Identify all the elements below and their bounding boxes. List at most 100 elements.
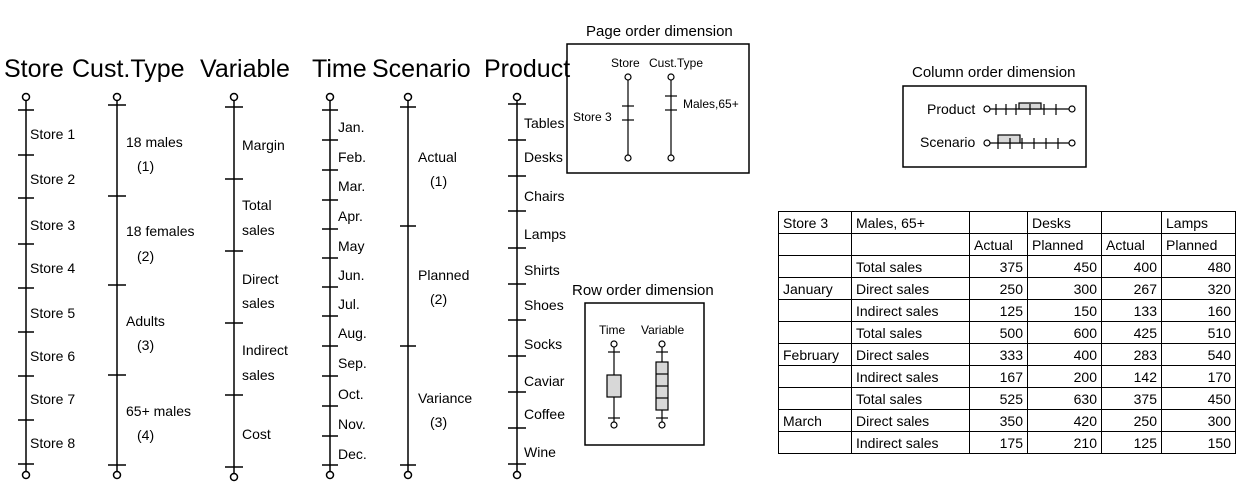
scenario-member: Actual [418,149,457,165]
dimension-title-cust-type: Cust.Type [72,55,185,83]
table-cell: 450 [1027,255,1102,278]
product-member: Caviar [524,373,565,389]
table-cell: 375 [1101,387,1162,410]
table-cell: Indirect sales [851,365,970,388]
table-cell: 450 [1161,387,1236,410]
table-cell: 160 [1161,299,1236,322]
product-member: Desks [524,149,563,165]
header-cell: Store 3 [778,211,852,234]
cust-type-member: 18 females [126,223,194,239]
time-member: Oct. [338,386,364,402]
scenario-member: (1) [430,173,447,189]
table-row: Total sales 375 450 400 480 [778,255,1236,278]
cust-type-member: 18 males [126,134,183,150]
table-cell: 300 [1161,409,1236,432]
table-cell [778,365,852,388]
variable-axis [225,92,243,482]
header-cell: Planned [1027,233,1102,256]
dimension-title-product: Product [484,55,570,83]
time-member: Dec. [338,446,367,462]
table-cell: 630 [1027,387,1102,410]
table-cell: Direct sales [851,277,970,300]
time-member: Jun. [338,267,364,283]
table-cell: 167 [969,365,1028,388]
table-cell: 300 [1027,277,1102,300]
variable-member: Cost [242,426,271,442]
time-member: Apr. [338,208,363,224]
time-member: Sep. [338,355,367,371]
table-cell: January [778,277,852,300]
cust-type-member: (3) [137,337,154,353]
table-cell: 250 [1101,409,1162,432]
table-cell: February [778,343,852,366]
table-row: March Direct sales 350 420 250 300 [778,409,1236,432]
table-cell: Indirect sales [851,431,970,454]
variable-member: Total [242,197,272,213]
time-member: Feb. [338,149,366,165]
table-cell [778,299,852,322]
product-member: Tables [524,115,564,131]
row-order-mini-axes [606,340,669,429]
page-order-title: Page order dimension [586,23,733,40]
table-cell: 133 [1101,299,1162,322]
variable-member: sales [242,295,275,311]
table-cell: 150 [1027,299,1102,322]
page-order-mini-axes [622,73,677,162]
cust-type-member: (4) [137,427,154,443]
table-cell: 375 [969,255,1028,278]
dimension-title-store: Store [4,55,64,83]
row-order-axis-label: Time [599,323,626,337]
variable-member: Direct [242,271,279,287]
store-member: Store 3 [30,217,75,233]
table-cell: 400 [1101,255,1162,278]
header-cell: Actual [969,233,1028,256]
row-order-axis-label: Variable [641,323,684,337]
scenario-member: (2) [430,291,447,307]
table-cell: 420 [1027,409,1102,432]
product-member: Coffee [524,406,565,422]
scenario-axis [400,92,416,480]
table-row: Total sales 525 630 375 450 [778,387,1236,410]
table-cell [778,255,852,278]
page-order-store-value: Store 3 [573,110,612,124]
column-order-axis-label: Product [927,101,975,117]
time-member: Nov. [338,416,366,432]
row-order-title: Row order dimension [572,282,714,299]
time-member: Aug. [338,325,367,341]
cust-type-member: (1) [137,158,154,174]
table-cell: March [778,409,852,432]
table-cell: 425 [1101,321,1162,344]
table-cell: 125 [1101,431,1162,454]
cust-type-member: Adults [126,313,165,329]
table-cell: Total sales [851,387,970,410]
table-cell [778,321,852,344]
table-cell: 350 [969,409,1028,432]
table-cell: 320 [1161,277,1236,300]
table-row: February Direct sales 333 400 283 540 [778,343,1236,366]
table-cell: 540 [1161,343,1236,366]
product-axis [508,92,526,480]
table-row: Indirect sales 125 150 133 160 [778,299,1236,322]
store-member: Store 6 [30,348,75,364]
header-cell: Lamps [1161,211,1236,234]
product-member: Chairs [524,188,564,204]
dimension-title-variable: Variable [200,55,290,83]
table-cell: 400 [1027,343,1102,366]
product-member: Shoes [524,297,564,313]
time-member: Jul. [338,296,360,312]
table-cell: 500 [969,321,1028,344]
store-member: Store 5 [30,305,75,321]
product-member: Wine [524,444,556,460]
table-row: Indirect sales 167 200 142 170 [778,365,1236,388]
table-cell: Indirect sales [851,299,970,322]
table-row: January Direct sales 250 300 267 320 [778,277,1236,300]
table-cell: 267 [1101,277,1162,300]
cust-type-member: 65+ males [126,403,191,419]
table-cell: 125 [969,299,1028,322]
page-order-cust-value: Males,65+ [683,97,739,111]
header-cell [1101,211,1162,234]
dimension-title-time: Time [312,55,367,83]
table-cell: 480 [1161,255,1236,278]
header-cell: Desks [1027,211,1102,234]
